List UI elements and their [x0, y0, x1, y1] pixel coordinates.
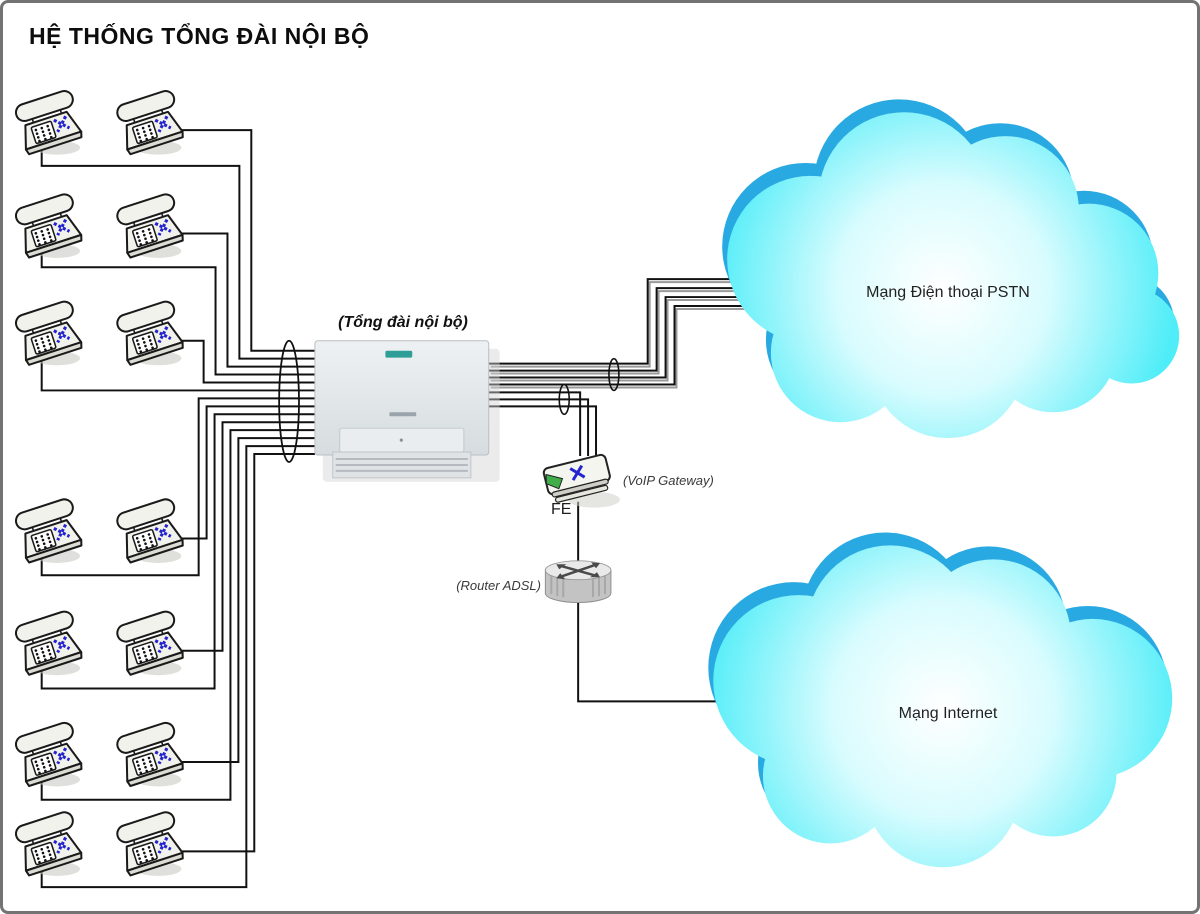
phone-icon — [113, 190, 188, 260]
phone-icon — [11, 607, 87, 677]
voip-gateway-device — [542, 453, 620, 508]
phone-icon — [11, 297, 87, 367]
cable-bundle-ellipse-gateway — [558, 383, 570, 416]
phone-icon — [113, 87, 188, 157]
extension-phones — [11, 87, 188, 878]
diagram-scene — [11, 87, 1180, 889]
adsl-router-device — [544, 560, 612, 604]
phone-icon — [11, 190, 87, 260]
phone-icon — [11, 808, 87, 878]
router-arrows — [556, 562, 600, 580]
cable-bundle-ellipse-pstn — [608, 357, 620, 392]
pbx-to-pstn-lines — [488, 278, 769, 386]
phone-to-pbx-lines — [40, 129, 315, 889]
phone-icon — [113, 495, 188, 565]
phone-icon — [11, 719, 87, 789]
pbx-model-text — [389, 412, 417, 417]
pbx-logo-bar — [385, 350, 413, 358]
phone-icon — [113, 808, 188, 878]
pstn-cloud — [722, 99, 1180, 439]
pbx-to-gateway-lines — [488, 391, 598, 457]
phone-icon — [113, 297, 188, 367]
pbx-to-pstn-lines-shadow — [490, 281, 771, 389]
phone-icon — [11, 87, 87, 157]
gateway-x-marker — [569, 464, 586, 481]
phone-icon — [11, 495, 87, 565]
internet-cloud — [708, 532, 1173, 868]
cable-bundle-ellipse-left — [278, 339, 300, 463]
gateway-screen — [545, 473, 564, 490]
phone-icon — [113, 607, 188, 677]
pbx-device — [314, 340, 500, 482]
phone-icon — [113, 719, 188, 789]
